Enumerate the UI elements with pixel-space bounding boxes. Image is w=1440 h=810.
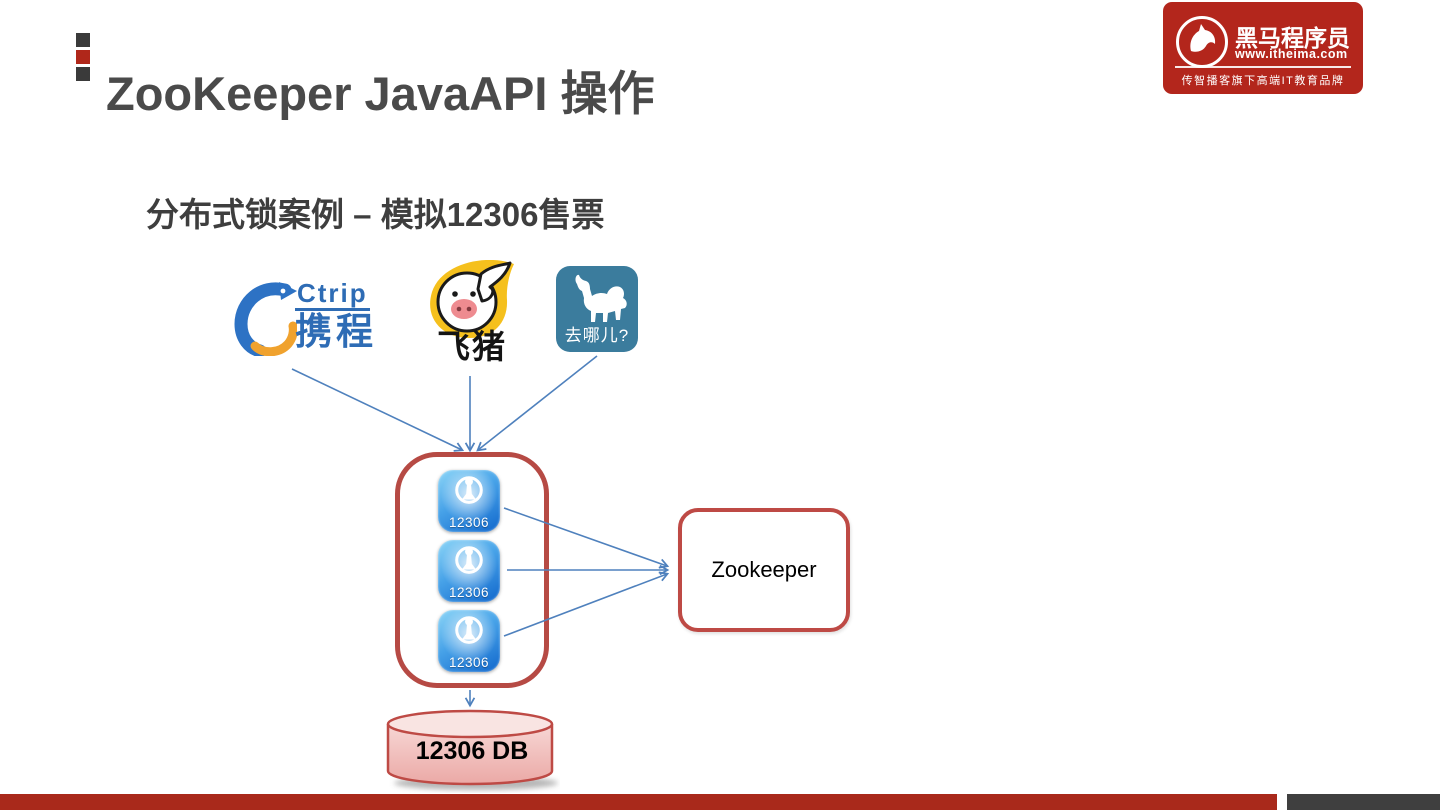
pig-icon	[424, 259, 516, 344]
fliggy-logo: 飞猪	[424, 259, 520, 372]
database-12306: 12306 DB	[384, 707, 560, 793]
brand-website: www.itheima.com	[1235, 47, 1348, 61]
server-tile-label: 12306	[448, 655, 490, 670]
title-bullet-top	[76, 33, 90, 47]
qunar-wordmark: 去哪儿?	[564, 326, 630, 345]
server-12306-tile-1: 12306	[438, 470, 500, 532]
fliggy-wordmark: 飞猪	[437, 328, 507, 365]
ctrip-wordmark-en: Ctrip	[295, 280, 370, 311]
database-cylinder-icon	[384, 709, 560, 797]
brand-divider	[1175, 66, 1351, 68]
server-12306-tile-2: 12306	[438, 540, 500, 602]
server-tile-label: 12306	[448, 585, 490, 600]
zookeeper-box: Zookeeper	[678, 508, 850, 632]
brand-tagline: 传智播客旗下高端IT教育品牌	[1181, 75, 1345, 87]
footer-bar-gray	[1287, 794, 1440, 810]
title-bullet-bottom	[76, 67, 90, 81]
database-label: 12306 DB	[415, 737, 529, 765]
footer-bar-red	[0, 794, 1277, 810]
dolphin-icon	[233, 282, 298, 360]
slide-subtitle: 分布式锁案例 – 模拟12306售票	[146, 196, 605, 233]
server-tile-label: 12306	[448, 515, 490, 530]
zookeeper-label: Zookeeper	[711, 557, 817, 582]
ctrip-logo: Ctrip 携程	[233, 278, 403, 360]
brand-name: 黑马程序员	[1235, 25, 1350, 51]
ctrip-wordmark-cn: 携程	[295, 311, 377, 352]
server-12306-tile-3: 12306	[438, 610, 500, 672]
qunar-logo: 去哪儿?	[556, 266, 638, 352]
brand-badge: 黑马程序员 www.itheima.com 传智播客旗下高端IT教育品牌	[1163, 2, 1363, 94]
brand-logo-circle	[1176, 16, 1228, 68]
title-bullet-middle	[76, 50, 90, 64]
page-title: ZooKeeper JavaAPI 操作	[106, 67, 655, 121]
horse-icon	[1182, 20, 1222, 65]
